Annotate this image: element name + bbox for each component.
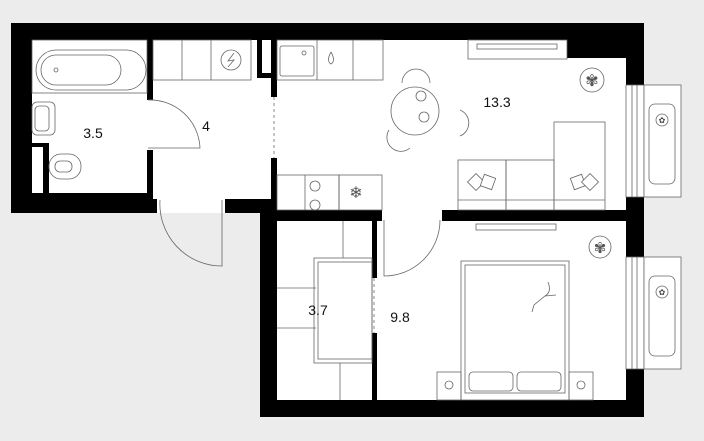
- stove-burner-icon: [309, 180, 321, 192]
- area-label-wardrobe: 3.7: [308, 302, 328, 318]
- floor-areas: [32, 40, 626, 400]
- cushion: [479, 173, 497, 191]
- bath-hall-wall-top: [147, 40, 153, 100]
- kitchen-counter: ❄: [276, 39, 384, 211]
- cushion: [466, 172, 486, 192]
- stove-burner-icon: [309, 199, 321, 211]
- svg-text:✾: ✾: [585, 73, 598, 90]
- fan-icon: [655, 113, 669, 127]
- water-drop-icon: [328, 51, 334, 65]
- wardrobe-wall-bottom: [372, 333, 377, 400]
- bedroom-door[interactable]: [383, 219, 441, 277]
- area-label-kitchen-living: 13.3: [483, 94, 510, 110]
- cushion: [580, 172, 600, 192]
- toilet: [48, 153, 82, 180]
- wardrobe-wall-top: [372, 221, 377, 278]
- hall-kitchen-wall-bottom: [271, 158, 277, 213]
- fan-icon: [655, 285, 669, 299]
- bathtub: [31, 39, 148, 94]
- svg-text:✿: ✿: [659, 288, 666, 297]
- dining-table: [386, 68, 470, 152]
- hall-kitchen-wall-top: [271, 40, 277, 97]
- sofa: [457, 121, 606, 211]
- area-label-bathroom: 3.5: [83, 125, 103, 141]
- plant-bedroom: ✾: [588, 235, 612, 259]
- kitchen-bedroom-wall-right: [442, 215, 626, 221]
- nightstand: [568, 371, 594, 401]
- area-label-hallway: 4: [202, 118, 210, 134]
- window-bedroom: ✿: [625, 256, 682, 370]
- entrance-door[interactable]: [159, 199, 223, 267]
- bathroom-door[interactable]: [147, 99, 201, 149]
- window-kitchen: ✿: [625, 84, 682, 198]
- fridge: [338, 174, 383, 211]
- tv-kitchen: [467, 39, 568, 60]
- hall-wardrobe: [152, 39, 252, 81]
- electric-panel-icon: [220, 49, 242, 71]
- wardrobe-shelves: [277, 221, 373, 400]
- bed: [436, 260, 594, 401]
- svg-text:✿: ✿: [659, 116, 666, 125]
- tv-bedroom: [475, 223, 557, 231]
- lamp-icon: [576, 380, 586, 390]
- nightstand: [436, 371, 462, 401]
- sink: [31, 101, 56, 136]
- lamp-icon: [444, 380, 454, 390]
- snowflake-icon: ❄: [349, 185, 362, 202]
- kitchen-sink: [279, 45, 315, 77]
- svg-text:✾: ✾: [594, 240, 607, 257]
- plant-living: ✾: [579, 67, 605, 93]
- cat-icon: [531, 281, 557, 313]
- area-label-bedroom: 9.8: [390, 309, 410, 325]
- kitchen-bedroom-wall-left: [260, 210, 382, 221]
- bath-hall-wall-bottom: [147, 150, 153, 199]
